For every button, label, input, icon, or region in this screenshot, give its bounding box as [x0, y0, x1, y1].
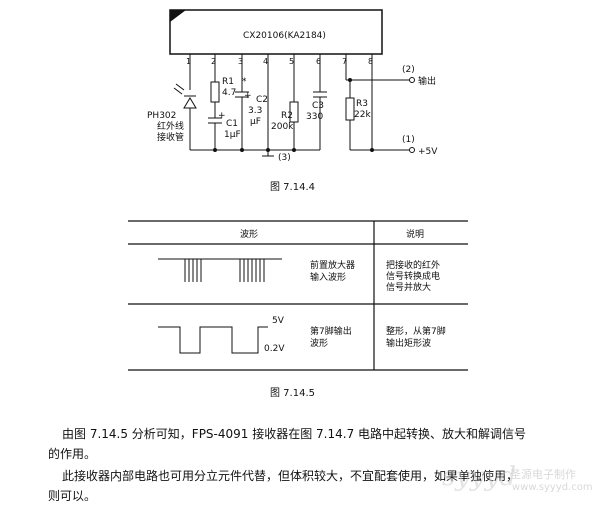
row1-note: 信号转换成电 — [386, 270, 440, 282]
paragraph-1: 由图 7.14.5 分析可知，FPS-4091 接收器在图 7.14.7 电路中… — [48, 424, 604, 464]
figure-caption: 图 7.14.5 — [270, 387, 315, 399]
high-voltage-label: 5V — [272, 316, 285, 326]
header-waveform: 波形 — [240, 228, 258, 240]
ic-chip-notch — [170, 10, 186, 22]
low-voltage-label: 0.2V — [264, 344, 285, 354]
power-terminal — [409, 147, 415, 153]
pin-number: 3 — [238, 57, 243, 66]
figure-caption: 图 7.14.4 — [270, 181, 315, 193]
c1-plus: + — [218, 111, 226, 121]
paragraph-line: 则可以。 — [48, 489, 97, 503]
row2-description: 波形 — [310, 337, 328, 349]
diode-ph302 — [173, 83, 197, 109]
row1-description: 前置放大器 — [310, 259, 355, 271]
row2-note: 整形，从第7脚 — [386, 325, 446, 337]
r2-label: R2 — [281, 111, 293, 121]
square-waveform — [158, 326, 268, 354]
r1-value: 4.7 — [222, 88, 236, 98]
diode-label: 接收管 — [157, 131, 184, 143]
c1-value: 1μF — [224, 130, 241, 140]
c3-label: C3 — [312, 101, 324, 111]
row1-note: 信号并放大 — [386, 281, 431, 293]
row1-description: 输入波形 — [310, 271, 346, 283]
paragraph-line: 此接收器内部电路也可用分立元件代替，但体积较大，不宜配套使用，如果单独使用， — [62, 469, 519, 483]
pin-number: 2 — [211, 57, 216, 66]
pin-number: 8 — [368, 57, 373, 66]
output-terminal — [409, 77, 415, 83]
resistor-r3 — [345, 97, 355, 121]
row2-note: 输出矩形波 — [386, 337, 431, 349]
star-mark: * — [242, 77, 247, 87]
chip-label: CX20106(KA2184) — [243, 31, 326, 41]
watermark-logo: syyyd — [442, 462, 517, 492]
c2-value: 3.3 — [248, 106, 262, 116]
watermark-name: 圣源电子制作 — [510, 468, 576, 481]
circuit-diagram: CX20106(KA2184) 1 2 3 4 5 6 7 8 — [147, 9, 438, 193]
r1-label: R1 — [222, 77, 234, 87]
terminal-1-label: +5V — [418, 147, 438, 157]
pin-number: 7 — [342, 57, 347, 66]
pin-number: 1 — [186, 57, 191, 66]
terminal-1-number: (1) — [402, 135, 415, 145]
ic-chip-body — [169, 9, 383, 55]
c2-label: C2 — [256, 95, 268, 105]
r3-value: 22k — [354, 110, 371, 120]
header-note: 说明 — [406, 228, 424, 240]
pin-number: 6 — [316, 57, 321, 66]
pin-number: 5 — [289, 57, 294, 66]
c3-value: 330 — [306, 112, 323, 122]
c2-plus: + — [244, 91, 252, 101]
paragraph-line: 的作用。 — [48, 447, 97, 461]
c1-label: C1 — [226, 119, 238, 129]
burst-waveform — [158, 258, 282, 282]
diode-label: PH302 — [147, 111, 176, 121]
resistor-r1 — [210, 81, 220, 103]
diode-label: 红外线 — [157, 120, 184, 132]
terminal-3-number: (3) — [278, 153, 291, 163]
r3-label: R3 — [356, 99, 368, 109]
paragraph-2: 此接收器内部电路也可用分立元件代替，但体积较大，不宜配套使用，如果单独使用， 则… — [48, 466, 604, 506]
row2-description: 第7脚输出 — [310, 325, 352, 337]
terminal-2-label: 输出 — [418, 75, 436, 87]
terminal-2-number: (2) — [402, 65, 415, 75]
c2-unit: μF — [250, 117, 261, 127]
pin-number: 4 — [263, 57, 268, 66]
waveform-table: 波形 说明 前置放大器 输入波形 把接收的红外 信号转换成电 信号并放大 5V … — [128, 220, 468, 399]
r2-value: 200k — [271, 122, 294, 132]
watermark-url: www.syyyd.com — [512, 482, 593, 493]
paragraph-line: 由图 7.14.5 分析可知，FPS-4091 接收器在图 7.14.7 电路中… — [62, 427, 527, 441]
row1-note: 把接收的红外 — [386, 259, 440, 271]
